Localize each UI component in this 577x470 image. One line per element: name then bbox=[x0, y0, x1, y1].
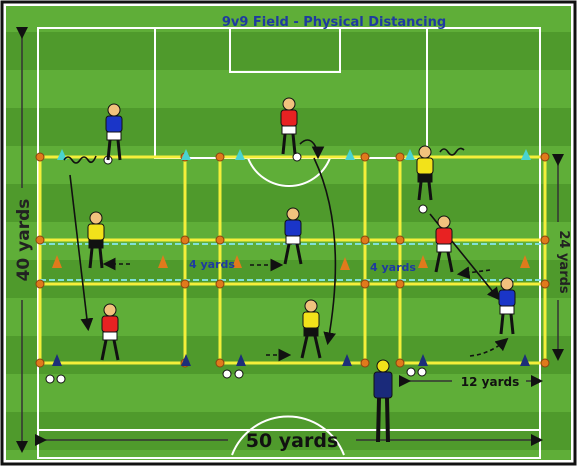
cone-icon bbox=[520, 255, 530, 268]
cone-icon bbox=[235, 149, 245, 160]
player-yellow bbox=[416, 145, 434, 201]
ball-icon bbox=[418, 204, 428, 214]
player-blue bbox=[283, 207, 303, 265]
cones bbox=[52, 149, 531, 366]
gap-label-left: 4 yards bbox=[189, 258, 235, 271]
height-total-label: 40 yards bbox=[14, 199, 34, 282]
cone-icon bbox=[418, 354, 428, 366]
player-blue bbox=[105, 103, 123, 161]
cone-icon bbox=[236, 354, 246, 366]
player-red bbox=[434, 215, 454, 273]
ball-icon bbox=[234, 369, 244, 379]
cone-icon bbox=[342, 354, 352, 366]
grid-width-label: 12 yards bbox=[461, 375, 519, 389]
cone-icon bbox=[52, 354, 62, 366]
cone-icon bbox=[181, 354, 191, 366]
ball-icon bbox=[417, 367, 427, 377]
cone-icon bbox=[181, 149, 191, 160]
cone-icon bbox=[340, 257, 350, 270]
player-red bbox=[100, 303, 120, 361]
player-yellow bbox=[87, 211, 105, 269]
diagram-title: 9v9 Field - Physical Distancing bbox=[222, 15, 446, 30]
grid-markers bbox=[35, 152, 550, 368]
movement-arrows bbox=[63, 139, 509, 362]
player-red bbox=[280, 97, 298, 155]
gap-label-right: 4 yards bbox=[370, 261, 416, 274]
cone-icon bbox=[57, 149, 67, 160]
cone-icon bbox=[52, 255, 62, 268]
cone-icon bbox=[405, 149, 415, 160]
grid-height-label: 24 yards bbox=[556, 230, 571, 294]
ball-icon bbox=[45, 374, 55, 384]
cone-icon bbox=[521, 149, 531, 160]
cone-icon bbox=[520, 354, 530, 366]
width-total-label: 50 yards bbox=[246, 430, 339, 452]
player-blue bbox=[498, 277, 516, 335]
player-yellow bbox=[300, 299, 322, 359]
cone-icon bbox=[345, 149, 355, 160]
ball-icon bbox=[406, 367, 416, 377]
cone-icon bbox=[418, 255, 428, 268]
coach bbox=[373, 359, 393, 443]
players bbox=[87, 97, 516, 443]
ball-icon bbox=[292, 152, 302, 162]
ball-icon bbox=[56, 374, 66, 384]
cone-icon bbox=[232, 255, 242, 268]
ball-icon bbox=[222, 369, 232, 379]
cone-icon bbox=[158, 255, 168, 268]
